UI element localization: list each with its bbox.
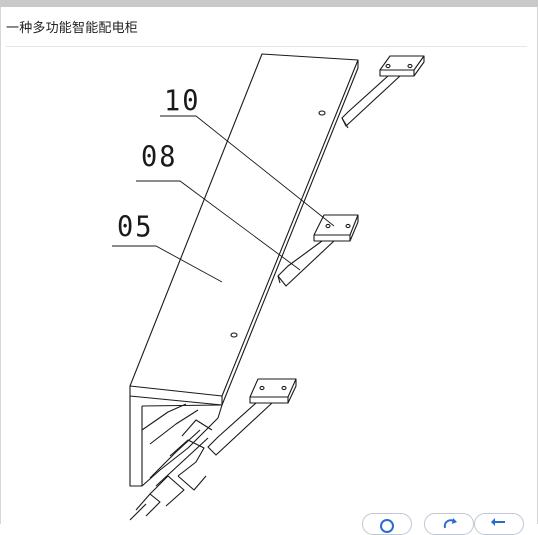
bracket-low-plate [249,378,297,398]
undo-icon [491,518,505,526]
title-divider [6,46,527,47]
label-05: 05 [117,211,154,244]
label-10: 10 [164,85,201,118]
bracket-mid-plate [313,214,359,236]
label-08: 08 [141,141,178,174]
leader-08 [136,180,301,271]
bracket-top-arm [341,75,401,127]
leader-05 [112,245,223,283]
panel-hole-bottom [230,332,238,338]
rotate-icon [443,518,457,529]
window-top-bar [0,0,538,7]
undo-button[interactable] [474,513,524,535]
page-title: 一种多功能智能配电柜 [6,21,139,36]
bracket-mid-arm [277,240,335,287]
rotate-button[interactable] [424,513,474,535]
bracket-low-arm [207,402,273,456]
panel-hole-top [318,110,326,116]
leader-10 [160,115,335,227]
panel-bottom-edge [129,386,223,406]
panel-right-edge [221,60,359,406]
help-icon [380,519,394,533]
patent-drawing [112,53,425,521]
help-button[interactable] [362,513,412,535]
document-panel [0,7,538,524]
base-post [129,396,143,487]
